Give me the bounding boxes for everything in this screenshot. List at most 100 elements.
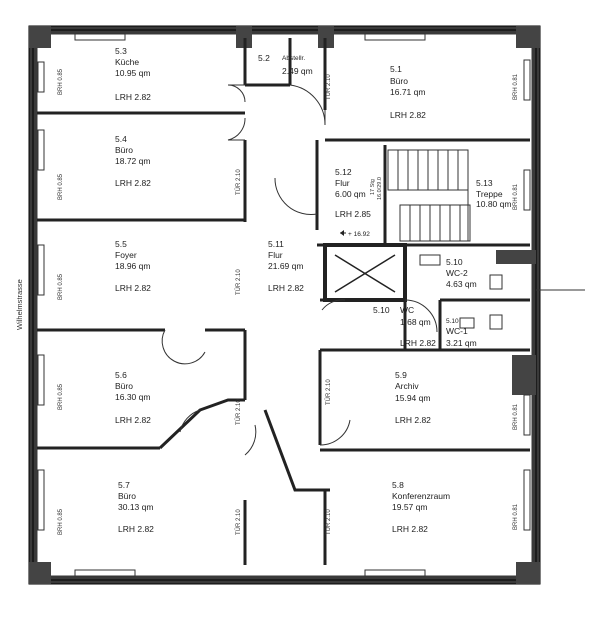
room-name: Treppe xyxy=(476,189,503,199)
room-area: 6.00 qm xyxy=(335,189,366,199)
room-5-12: 5.12 Flur 6.00 qm LRH 2.85 xyxy=(335,167,371,219)
room-number: 5.9 xyxy=(395,370,407,380)
door-note: TÜR 2.10 xyxy=(325,74,332,100)
room-name: Konferenzraum xyxy=(392,491,450,501)
room-number: 5.10 xyxy=(446,318,459,325)
door-note: TÜR 2.10 xyxy=(325,379,332,405)
room-5-10-wc1: 5.10 WC-1 3.21 qm xyxy=(446,318,477,348)
room-height: LRH 2.82 xyxy=(395,415,431,425)
room-number: 5.3 xyxy=(115,46,127,56)
room-5-2: 5.2 Abstellr. 2.49 qm xyxy=(258,53,313,76)
window-note: BRH 0.81 xyxy=(513,403,519,430)
room-number: 5.4 xyxy=(115,134,127,144)
room-name: Archiv xyxy=(395,381,419,391)
stairs-ratio-note: 16.0/29.0 xyxy=(377,177,383,200)
room-height: LRH 2.82 xyxy=(392,524,428,534)
pillars xyxy=(29,26,540,584)
room-5-6: 5.6 Büro 16.30 qm LRH 2.82 xyxy=(115,370,151,425)
windows xyxy=(37,33,531,577)
room-5-3: 5.3 Küche 10.95 qm LRH 2.82 xyxy=(115,46,151,102)
level-marker: + 16.92 xyxy=(340,230,370,238)
room-area: 10.95 qm xyxy=(115,68,150,78)
level-label: + 16.92 xyxy=(348,231,370,238)
window-note: BRH 0.81 xyxy=(513,73,519,100)
room-5-4: 5.4 Büro 18.72 qm LRH 2.82 xyxy=(115,134,151,188)
room-number: 5.12 xyxy=(335,167,352,177)
room-area: 10.80 qm xyxy=(476,199,511,209)
window-note: BRH 0.85 xyxy=(58,383,64,410)
room-area: 2.49 qm xyxy=(282,66,313,76)
street-label: Wilhelmstrasse xyxy=(15,279,24,330)
outer-walls xyxy=(28,25,541,585)
interior-walls xyxy=(37,38,530,565)
room-area: 19.57 qm xyxy=(392,502,427,512)
room-height: LRH 2.82 xyxy=(400,338,436,348)
room-5-11: 5.11 Flur 21.69 qm LRH 2.82 xyxy=(268,239,304,293)
door-note: TÜR 2.10 xyxy=(235,399,242,425)
window-note: BRH 0.85 xyxy=(58,508,64,535)
room-5-8: 5.8 Konferenzraum 19.57 qm LRH 2.82 xyxy=(392,480,450,534)
room-5-13: 5.13 Treppe 10.80 qm xyxy=(476,178,511,209)
room-name: Büro xyxy=(115,381,133,391)
window-note: BRH 0.85 xyxy=(58,68,64,95)
room-5-7: 5.7 Büro 30.13 qm LRH 2.82 xyxy=(118,480,154,534)
window-note: BRH 0.85 xyxy=(58,173,64,200)
stairs-steps-note: 17 Stg xyxy=(370,179,376,195)
room-name: Büro xyxy=(390,76,408,86)
window-note: BRH 0.81 xyxy=(513,503,519,530)
room-5-10-wc2: 5.10 WC-2 4.63 qm xyxy=(446,257,477,289)
room-name: WC-2 xyxy=(446,268,468,278)
room-5-5: 5.5 Foyer 18.96 qm LRH 2.82 xyxy=(115,239,151,293)
room-5-9: 5.9 Archiv 15.94 qm LRH 2.82 xyxy=(395,370,431,425)
sanitary-fixtures xyxy=(419,254,503,330)
room-name: Küche xyxy=(115,57,139,67)
room-number: 5.7 xyxy=(118,480,130,490)
room-area: 15.94 qm xyxy=(395,393,430,403)
room-number: 5.10 xyxy=(446,257,463,267)
room-name: WC-1 xyxy=(446,326,468,336)
room-number: 5.11 xyxy=(268,239,284,249)
door-swings xyxy=(161,84,438,456)
room-height: LRH 2.82 xyxy=(390,110,426,120)
room-number: 5.10 xyxy=(373,305,390,315)
room-number: 5.1 xyxy=(390,64,402,74)
room-area: 1.68 qm xyxy=(400,317,431,327)
door-note: TÜR 2.10 xyxy=(235,269,242,295)
room-area: 4.63 qm xyxy=(446,279,477,289)
room-height: LRH 2.82 xyxy=(115,415,151,425)
room-number: 5.13 xyxy=(476,178,493,188)
staircase xyxy=(387,149,471,242)
door-note: TÜR 2.10 xyxy=(235,169,242,195)
room-5-1: 5.1 Büro 16.71 qm LRH 2.82 xyxy=(390,64,426,120)
room-height: LRH 2.82 xyxy=(118,524,154,534)
room-number: 5.8 xyxy=(392,480,404,490)
door-note: TÜR 2.10 xyxy=(325,509,332,535)
room-name: Foyer xyxy=(115,250,137,260)
room-name: Flur xyxy=(335,178,350,188)
room-area: 16.30 qm xyxy=(115,392,150,402)
room-name: Abstellr. xyxy=(282,55,305,62)
window-note: BRH 0.81 xyxy=(513,183,519,210)
room-name: Büro xyxy=(115,145,133,155)
room-area: 3.21 qm xyxy=(446,338,477,348)
window-note: BRH 0.85 xyxy=(58,273,64,300)
room-number: 5.5 xyxy=(115,239,127,249)
room-number: 5.2 xyxy=(258,53,270,63)
room-area: 30.13 qm xyxy=(118,502,153,512)
room-height: LRH 2.82 xyxy=(115,283,151,293)
room-height: LRH 2.85 xyxy=(335,209,371,219)
room-name: Flur xyxy=(268,250,283,260)
room-area: 18.72 qm xyxy=(115,156,150,166)
room-area: 18.96 qm xyxy=(115,261,150,271)
door-note: TÜR 2.10 xyxy=(235,509,242,535)
room-name: WC xyxy=(400,305,414,315)
room-height: LRH 2.82 xyxy=(115,178,151,188)
room-5-10-wc: 5.10 WC 1.68 qm LRH 2.82 xyxy=(373,305,436,348)
room-number: 5.6 xyxy=(115,370,127,380)
room-area: 21.69 qm xyxy=(268,261,303,271)
room-height: LRH 2.82 xyxy=(268,283,304,293)
room-area: 16.71 qm xyxy=(390,87,425,97)
room-name: Büro xyxy=(118,491,136,501)
